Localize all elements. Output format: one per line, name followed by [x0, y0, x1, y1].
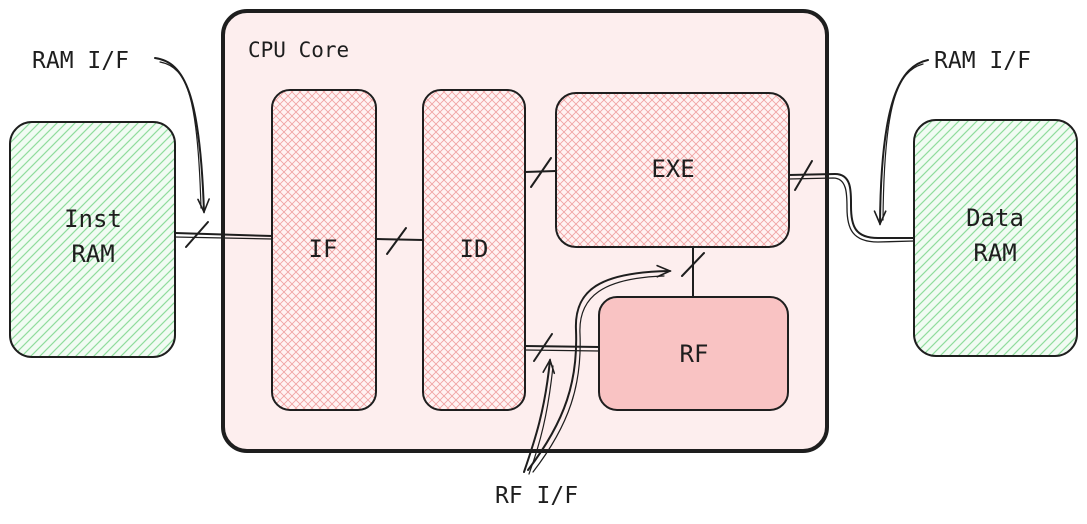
id-to-rf-bus	[524, 345, 600, 348]
id-stage-block	[422, 89, 526, 411]
if-to-id-bus	[375, 238, 424, 241]
rf-if-arrow-to-id	[523, 360, 550, 473]
tick-id-exe	[530, 157, 552, 188]
if-stage-label: IF	[309, 235, 338, 263]
id-stage-label: ID	[460, 235, 489, 263]
if-stage-block	[271, 89, 377, 411]
interface-arrows	[154, 57, 929, 475]
ram-if-right-label: RAM I/F	[934, 48, 1031, 74]
connections	[174, 170, 915, 352]
ram-if-right-arrow	[880, 59, 929, 224]
exe-to-data-ram-bus	[788, 172, 915, 239]
tick-if-id	[386, 227, 407, 255]
data-ram-block	[913, 119, 1078, 357]
data-ram-label-line2: RAM	[973, 239, 1016, 267]
tick-id-rf	[533, 333, 553, 362]
exe-stage-block	[555, 92, 790, 248]
inst-ram-label-line1: Inst	[64, 205, 122, 233]
rf-block-label: RF	[680, 340, 709, 368]
tick-rf-exe	[681, 252, 705, 277]
inst-ram-label-line2: RAM	[71, 240, 114, 268]
inst-ram-to-if-bus	[174, 232, 273, 237]
rf-if-label: RF I/F	[495, 483, 578, 509]
data-ram-label-line1: Data	[966, 204, 1024, 232]
exe-stage-label: EXE	[651, 155, 694, 183]
tick-exe-data-ram	[794, 160, 813, 191]
inst-ram-block	[9, 121, 176, 358]
bus-width-ticks	[185, 157, 813, 362]
rf-if-arrow-to-exe	[527, 271, 670, 471]
cpu-core-title: CPU Core	[248, 38, 349, 62]
ram-if-left-label: RAM I/F	[32, 48, 129, 74]
tick-inst-ram-if	[185, 221, 209, 248]
